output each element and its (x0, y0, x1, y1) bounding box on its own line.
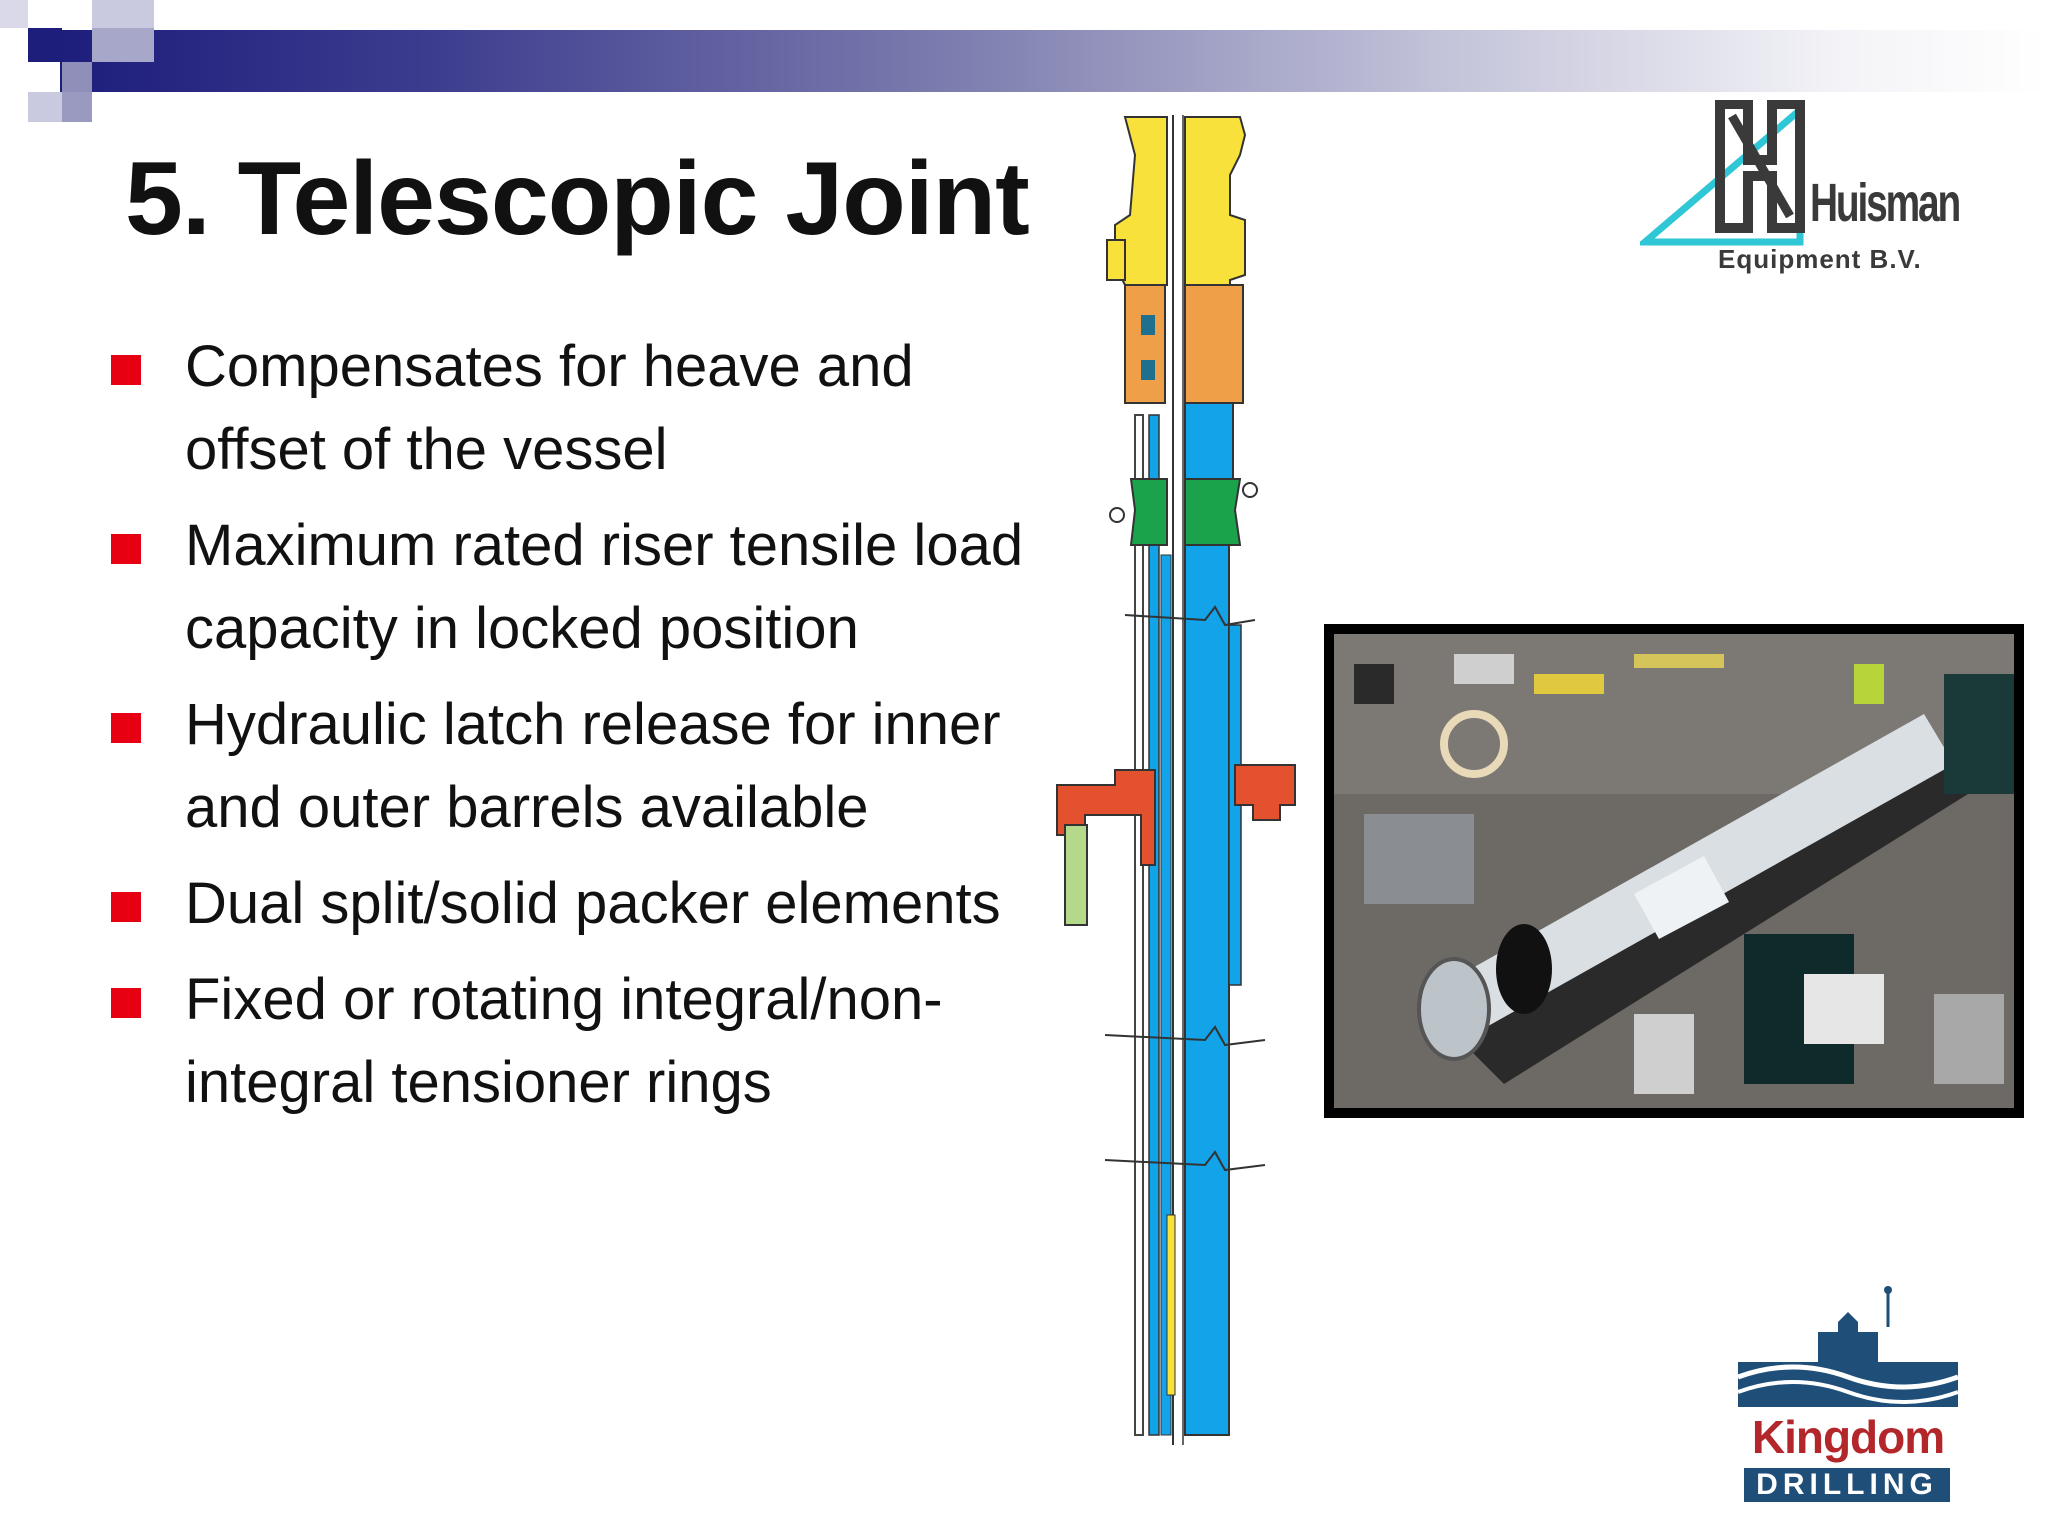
bullet-list: Compensates for heave and offset of the … (108, 325, 1068, 1137)
bullet-item: Compensates for heave and offset of the … (108, 325, 1068, 491)
bullet-item: Hydraulic latch release for inner and ou… (108, 683, 1068, 849)
kingdom-drilling-logo-icon (1738, 1286, 1958, 1407)
huisman-logo-icon (1640, 100, 1805, 246)
bullet-item: Maximum rated riser tensile load capacit… (108, 504, 1068, 670)
red-square-bullet-icon (111, 534, 141, 564)
header-deco-square (62, 92, 92, 122)
bullet-text: Fixed or rotating integral/non-integral … (185, 967, 943, 1115)
bullet-text: Hydraulic latch release for inner and ou… (185, 692, 1001, 840)
header-deco-square (92, 28, 154, 62)
bullet-text: Maximum rated riser tensile load capacit… (185, 513, 1024, 661)
header-gradient-bar (60, 30, 2048, 92)
header-deco-square (62, 62, 92, 92)
red-square-bullet-icon (111, 355, 141, 385)
telescopic-joint-diagram (1056, 115, 1296, 1445)
kingdom-logo-subtitle: DRILLING (1744, 1468, 1950, 1502)
red-square-bullet-icon (111, 988, 141, 1018)
huisman-logo-subtitle: Equipment B.V. (1718, 244, 1922, 274)
red-square-bullet-icon (111, 713, 141, 743)
slide-title: 5. Telescopic Joint (125, 141, 1030, 257)
header-deco-square (92, 0, 154, 28)
photo-scene (1334, 634, 2014, 1108)
bullet-text: Dual split/solid packer elements (185, 871, 1001, 936)
huisman-logo-name: Huisman (1810, 173, 1961, 233)
bullet-text: Compensates for heave and offset of the … (185, 334, 914, 482)
header-deco-square (28, 92, 62, 122)
kingdom-logo-name: Kingdom (1751, 1411, 1945, 1463)
header-deco-square (0, 0, 28, 28)
header-deco-square (28, 28, 62, 62)
bullet-item: Dual split/solid packer elements (108, 862, 1068, 945)
bullet-item: Fixed or rotating integral/non-integral … (108, 958, 1068, 1124)
red-square-bullet-icon (111, 892, 141, 922)
telescopic-joint-photo (1324, 624, 2024, 1118)
